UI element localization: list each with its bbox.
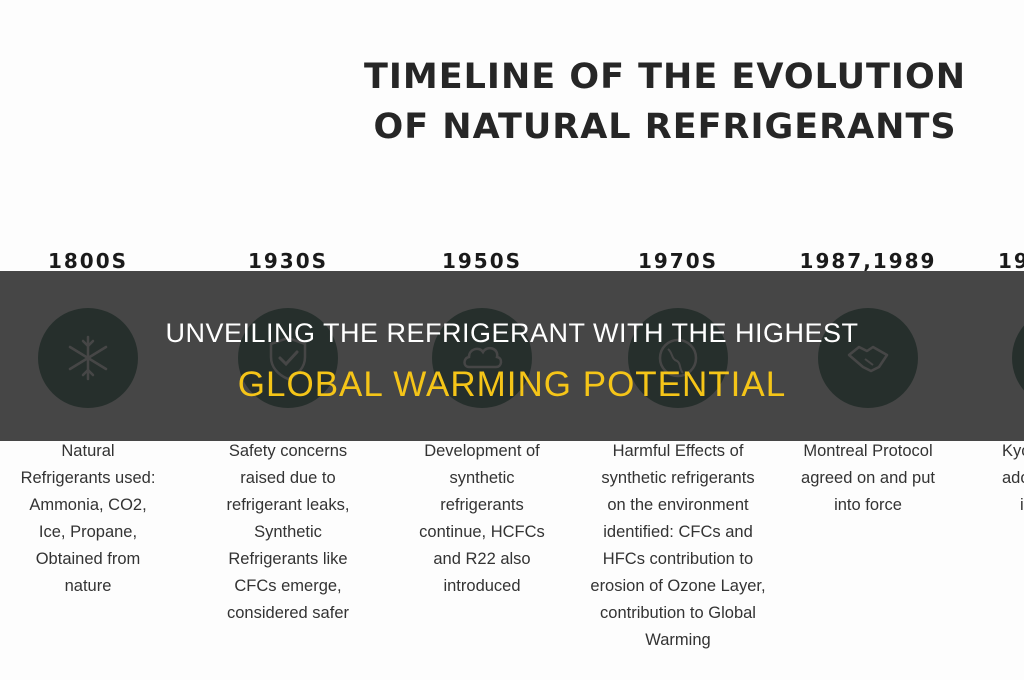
title-line-1: TIMELINE OF THE EVOLUTION (363, 57, 966, 97)
timeline-description: Montreal Protocol agreed on and put into… (770, 438, 966, 519)
description-line: on the environment (607, 496, 749, 514)
timeline-description: Harmful Effects of synthetic refrigerant… (580, 438, 776, 654)
title-line-2: OF NATURAL REFRIGERANTS (373, 107, 957, 147)
description-line: nature (64, 577, 112, 595)
description-line: Warming (645, 631, 711, 649)
description-line: Obtained from (35, 550, 141, 568)
description-line: raised due to (240, 469, 336, 487)
timeline-description: Development of synthetic refrigerants co… (384, 438, 580, 600)
description-line: into force (834, 496, 902, 514)
description-line: synthetic (449, 469, 515, 487)
title-banner-overlay: UNVEILING THE REFRIGERANT WITH THE HIGHE… (0, 271, 1024, 441)
banner-heading-line-2: GLOBAL WARMING POTENTIAL (237, 365, 787, 404)
description-line: continue, HCFCs (419, 523, 545, 541)
description-line: refrigerant leaks, (226, 496, 350, 514)
description-line: Refrigerants like (228, 550, 348, 568)
description-line: refrigerants (440, 496, 524, 514)
description-line: synthetic refrigerants (601, 469, 755, 487)
description-line: considered safer (227, 604, 349, 622)
description-line: erosion of Ozone Layer, (590, 577, 766, 595)
timeline-year: 1950S (441, 249, 523, 273)
infographic-title: TIMELINE OF THE EVOLUTION OF NATURAL REF… (340, 52, 990, 152)
timeline-description: Natural Refrigerants used: Ammonia, CO2,… (0, 438, 186, 600)
timeline-year: 19 (998, 249, 1024, 273)
description-line: Development of (424, 442, 540, 460)
description-line: CFCs emerge, (234, 577, 342, 595)
timeline-year: 1930S (247, 249, 329, 273)
description-line: Harmful Effects of (612, 442, 744, 460)
description-line: Refrigerants used: (20, 469, 156, 487)
timeline-year: 1987,1989 (799, 249, 937, 273)
description-line: HFCs contribution to (602, 550, 754, 568)
timeline-year: 1970S (637, 249, 719, 273)
timeline-description: Safety concerns raised due to refrigeran… (190, 438, 386, 627)
description-line: Synthetic (254, 523, 322, 541)
description-line: contribution to Global (600, 604, 756, 622)
timeline-year: 1800S (47, 249, 129, 273)
description-line: ado (1002, 469, 1024, 487)
description-line: introduced (443, 577, 521, 595)
description-line: identified: CFCs and (603, 523, 753, 541)
description-line: i (1020, 496, 1024, 514)
description-line: Natural (61, 442, 115, 460)
description-line: Safety concerns (228, 442, 348, 460)
description-line: Montreal Protocol (803, 442, 933, 460)
description-line: Ice, Propane, (38, 523, 138, 541)
description-line: Kyo (1002, 442, 1024, 460)
description-line: and R22 also (433, 550, 531, 568)
timeline-description: Kyo ado i (962, 438, 1024, 519)
banner-heading-line-1: UNVEILING THE REFRIGERANT WITH THE HIGHE… (165, 318, 859, 348)
description-line: Ammonia, CO2, (29, 496, 147, 514)
description-line: agreed on and put (801, 469, 935, 487)
